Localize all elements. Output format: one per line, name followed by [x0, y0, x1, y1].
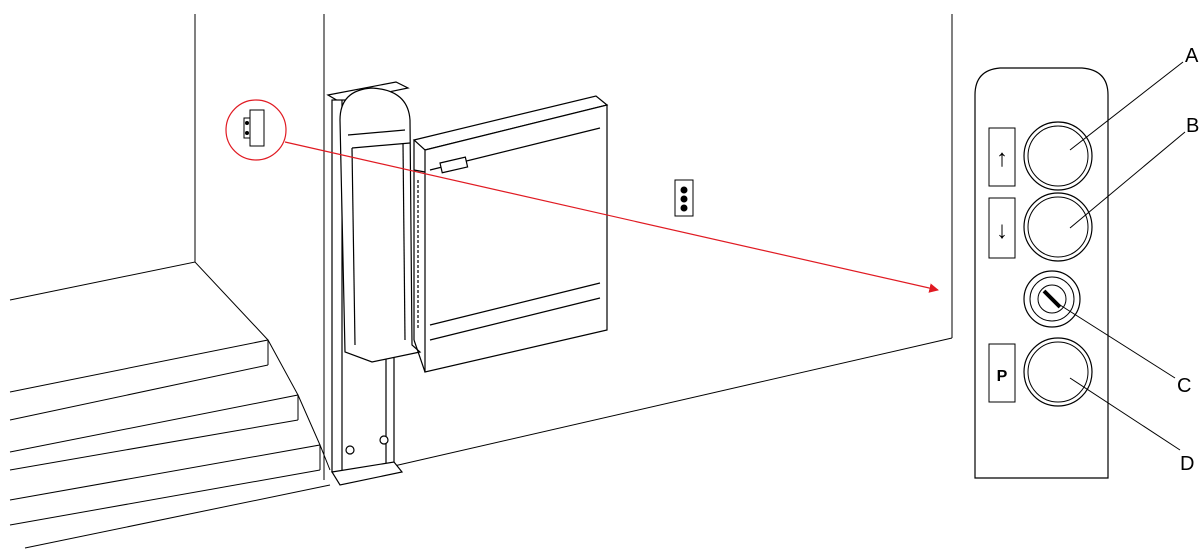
callout-label-c: C [1177, 375, 1191, 397]
highlight-circle [225, 99, 287, 161]
up-button [1023, 121, 1093, 191]
down-symbol-plate [988, 197, 1016, 259]
p-button [1023, 337, 1093, 407]
callouts [1059, 61, 1186, 451]
building-scene [9, 14, 953, 549]
drive-cover [339, 87, 422, 363]
wall-base-line [393, 337, 953, 467]
leader-a [1069, 61, 1184, 151]
lift-column [326, 81, 422, 486]
leader-c [1059, 304, 1176, 379]
callout-label-d: D [1180, 453, 1194, 475]
up-arrow-icon: ↑ [996, 145, 1008, 172]
wall-control-box [674, 179, 694, 217]
leader-d [1069, 377, 1181, 451]
platform-face [424, 104, 608, 373]
control-panel-detail: ↑ ↓ P [974, 67, 1109, 479]
highlighted-control [225, 99, 939, 293]
p-symbol: P [997, 368, 1008, 385]
callout-label-a: A [1185, 45, 1199, 67]
down-arrow-icon: ↓ [996, 217, 1008, 244]
p-symbol-plate [988, 343, 1016, 403]
up-symbol-plate [988, 127, 1016, 187]
callout-label-b: B [1186, 115, 1199, 137]
bolt-hole-right [379, 435, 389, 445]
control-box-body [249, 109, 265, 147]
folded-platform [412, 95, 609, 373]
down-button [1023, 192, 1093, 262]
bolt-hole-left [345, 445, 355, 455]
column-foot [331, 461, 404, 486]
key-slot-icon [1042, 289, 1062, 309]
leader-b [1069, 131, 1186, 229]
platform-label-plate [439, 156, 469, 174]
zoom-arrow [284, 141, 939, 293]
stairs [9, 261, 331, 549]
